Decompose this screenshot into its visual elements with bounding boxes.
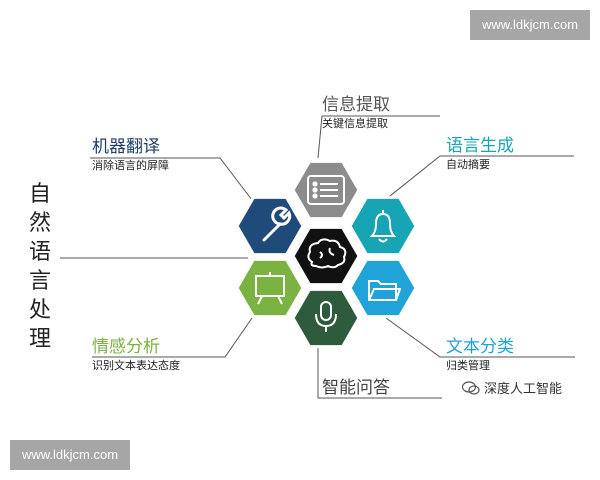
label-title: 文本分类 [446,337,514,357]
label-title: 信息提取 [322,95,390,115]
folder-icon [368,280,402,301]
label-title: 智能问答 [322,378,390,398]
connector-generation [379,155,574,205]
presentation-board-icon [255,272,285,305]
microphone-icon [315,301,337,332]
title-char: 自 [28,182,51,207]
label-generation: 语言生成 自动摘要 [446,135,514,173]
label-qa: 智能问答 [322,377,390,399]
connector-qa [317,348,442,399]
label-sentiment: 情感分析 识别文本表达态度 [92,336,180,374]
hex-core [291,225,361,287]
watermark-top: www.ldkjcm.com [470,10,590,40]
label-subtitle: 自动摘要 [446,158,490,171]
wechat-icon [462,380,480,395]
label-translate: 机器翻译 消除语言的屏障 [92,136,169,174]
bell-icon [369,210,397,243]
label-subtitle: 消除语言的屏障 [92,159,169,172]
label-title: 情感分析 [92,337,160,357]
label-title: 机器翻译 [92,137,160,157]
list-icon [307,175,345,205]
title-char: 语 [28,240,51,265]
label-classify: 文本分类 归类管理 [446,336,514,374]
connector-classify [385,317,575,358]
hex-generation [348,195,418,257]
main-title: 自 然 语 言 处 理 [26,180,54,354]
label-info-extract: 信息提取 关键信息提取 [322,94,390,132]
title-char: 处 [28,298,51,323]
title-char: 言 [28,269,51,294]
brand: 深度人工智能 [462,378,562,397]
title-char: 然 [28,211,51,236]
hex-sentiment [235,257,305,319]
label-subtitle: 关键信息提取 [322,117,388,130]
title-char: 理 [28,327,51,352]
connector-sentiment [92,317,253,358]
hex-qa [291,287,361,349]
brand-name: 深度人工智能 [484,382,563,397]
label-subtitle: 归类管理 [446,359,490,372]
hex-translate [235,195,305,257]
label-subtitle: 识别文本表达态度 [92,359,180,372]
connector-info-extract [317,115,440,159]
connector-translate [90,157,253,201]
brain-icon [307,238,347,269]
watermark-bottom: www.ldkjcm.com [10,440,130,470]
wrench-icon [262,206,292,242]
label-title: 语言生成 [446,136,514,156]
